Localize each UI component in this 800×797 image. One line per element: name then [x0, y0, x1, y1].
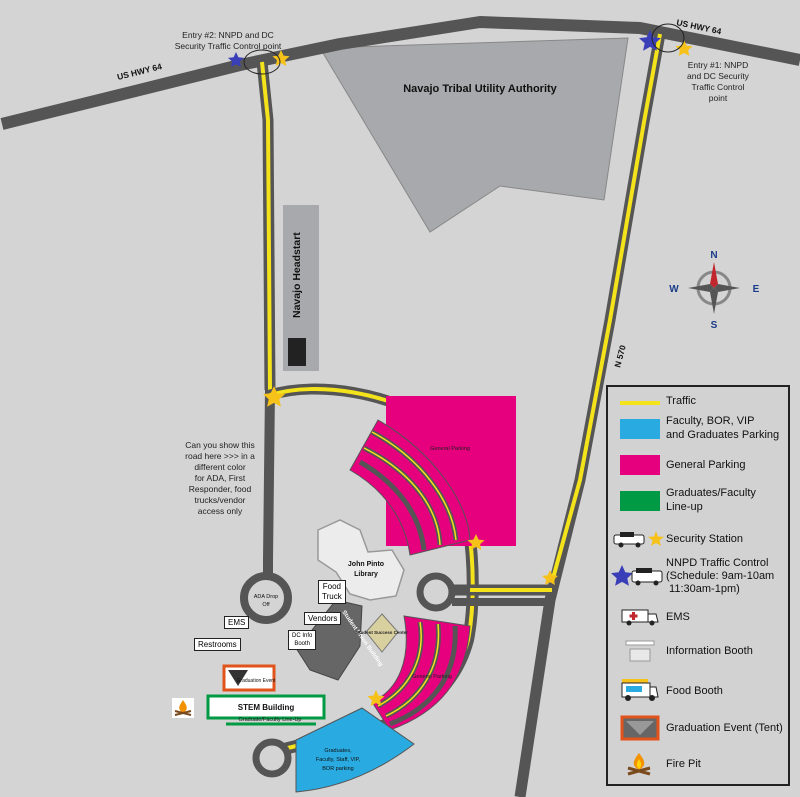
utility-label: Navajo Tribal Utility Authority [403, 83, 557, 95]
food-truck-icon [621, 679, 659, 701]
ada-drop-label-1: ADA Drop [254, 594, 278, 600]
security-star-south [367, 690, 385, 706]
info-booth-icon [625, 640, 655, 662]
restrooms-tag: Restrooms [194, 638, 241, 651]
graduation-event-label: Graduation Event [237, 678, 277, 684]
vip-parking-label-2: Faculty, Staff, VIP, [316, 757, 361, 763]
ems-tag: EMS [224, 616, 250, 629]
entry1-note: Entry #1: NNPD and DC Security Traffic C… [687, 60, 749, 103]
fire-pit-icon [172, 698, 194, 718]
library-label-1: John Pinto [348, 561, 384, 568]
security-star-junction [263, 386, 285, 407]
food-truck-tag: Food Truck [318, 580, 346, 604]
us-hwy-64 [0, 16, 800, 130]
vip-swatch [620, 419, 660, 439]
entry2-note: Entry #2: NNPD and DC Security Traffic C… [174, 30, 282, 51]
general-parking-bottom-label: General Parking [412, 674, 452, 680]
lineup-swatch [620, 491, 660, 511]
ambulance-icon [621, 609, 659, 626]
nnpd-star-entry1 [639, 30, 661, 51]
entry1-circle [651, 23, 685, 53]
roundabout-south [252, 738, 292, 778]
compass-e: E [753, 284, 760, 295]
police-suv-icon [611, 565, 663, 586]
general-swatch [620, 455, 660, 475]
fire-pit-legend-icon [627, 753, 651, 776]
student-success-center [365, 613, 399, 653]
student-success-label: Student Success Center [356, 630, 408, 635]
library-label-2: Library [354, 571, 378, 578]
security-star-east-lot [467, 534, 485, 550]
compass-rose: N S W E [669, 250, 759, 331]
compass-w: W [669, 284, 679, 295]
vip-parking-label-3: BOR parking [322, 766, 354, 772]
dc-info-booth-tag: DC Info Booth [288, 630, 317, 650]
stem-label: STEM Building [238, 703, 295, 712]
roundabout-ada [240, 572, 292, 624]
road-request-note: Can you show this road here >>> in a dif… [185, 440, 255, 516]
entry2-circle [243, 49, 281, 75]
roundabout-east [416, 572, 456, 612]
tent-icon [620, 715, 660, 741]
traffic-swatch [620, 401, 660, 405]
lineup-label: Graduate/Faculty Line-Up [239, 717, 302, 723]
vip-parking-area [295, 707, 415, 793]
security-star-n570 [542, 570, 558, 585]
nnpd-star-entry2 [228, 52, 244, 67]
compass-s: S [711, 320, 718, 331]
security-star-entry2 [272, 50, 290, 66]
police-car-icon [613, 531, 664, 548]
vendors-tag: Vendors [304, 612, 342, 625]
security-star-entry1 [675, 40, 693, 56]
vip-parking-label-1: Graduates, [324, 748, 352, 754]
utility-area [319, 37, 629, 233]
stem-building [206, 694, 326, 720]
legend-panel: Traffic Faculty, BOR, VIP and Graduates … [606, 385, 790, 786]
ada-drop-label-2: Off [262, 602, 270, 608]
compass-n: N [710, 250, 717, 261]
general-parking-top-label: General Parking [430, 446, 470, 452]
road-n570 [514, 33, 666, 797]
road-east-connector [438, 584, 552, 606]
headstart-label: Navajo Headstart [291, 232, 303, 318]
library-building [317, 519, 405, 601]
